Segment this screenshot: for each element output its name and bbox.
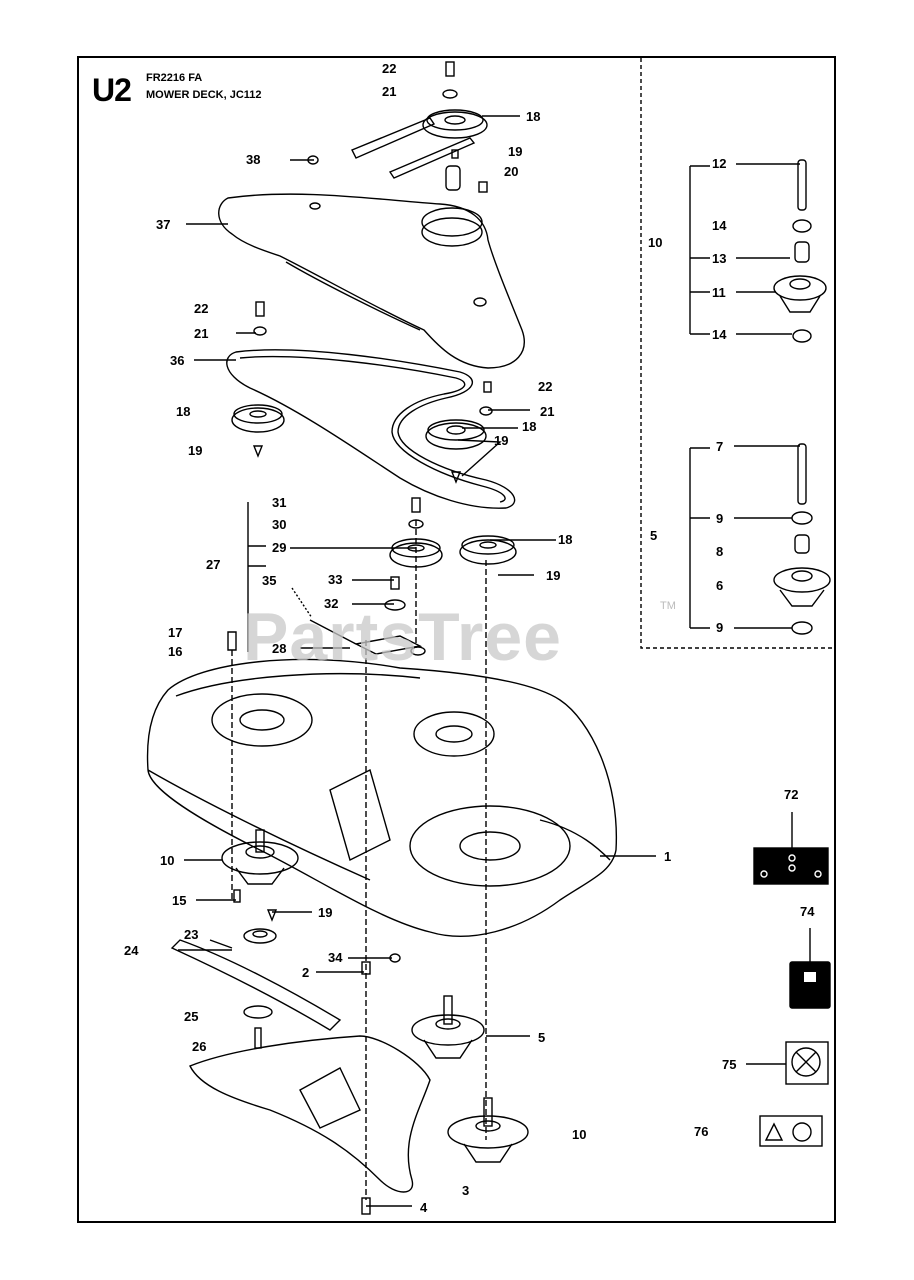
callout-23[interactable]: 23 [184, 927, 199, 942]
callout-35[interactable]: 35 [262, 573, 277, 588]
callout-36[interactable]: 36 [170, 353, 185, 368]
callout-21[interactable]: 21 [382, 84, 397, 99]
pulley-left [231, 404, 285, 458]
callout-19[interactable]: 19 [546, 568, 561, 583]
small-hardware-low [361, 953, 401, 1215]
callout-11[interactable]: 11 [712, 285, 726, 300]
callout-30[interactable]: 30 [272, 517, 287, 532]
callout-10[interactable]: 10 [572, 1127, 587, 1142]
inset-spindle-10 [689, 159, 827, 343]
callout-18[interactable]: 18 [176, 404, 191, 419]
callout-9[interactable]: 9 [716, 620, 724, 635]
callout-22[interactable]: 22 [382, 61, 397, 76]
spindle-low [447, 1097, 529, 1163]
inset-divider [640, 58, 834, 649]
callout-15[interactable]: 15 [172, 893, 187, 908]
callout-22[interactable]: 22 [538, 379, 553, 394]
callout-7[interactable]: 7 [716, 439, 724, 454]
callout-9[interactable]: 9 [716, 511, 724, 526]
callout-10[interactable]: 10 [160, 853, 175, 868]
callout-19[interactable]: 19 [318, 905, 333, 920]
callout-25[interactable]: 25 [184, 1009, 199, 1024]
callout-76[interactable]: 76 [694, 1124, 709, 1139]
callout-38[interactable]: 38 [246, 152, 261, 167]
mower-blade [170, 939, 342, 1031]
callout-10[interactable]: 10 [648, 235, 663, 250]
callout-33[interactable]: 33 [328, 572, 343, 587]
callout-13[interactable]: 13 [712, 251, 727, 266]
callout-27[interactable]: 27 [206, 557, 221, 572]
callout-5[interactable]: 5 [650, 528, 658, 543]
mower-deck [146, 658, 618, 937]
section-code: U2 [92, 72, 132, 108]
callout-28[interactable]: 28 [272, 641, 287, 656]
decal-72 [753, 812, 829, 885]
inset-spindle-5 [689, 443, 831, 635]
drive-belt [226, 349, 516, 509]
bolt-21-22 [253, 301, 267, 336]
callout-18[interactable]: 18 [522, 419, 537, 434]
decal-74 [789, 928, 831, 1009]
callout-24[interactable]: 24 [124, 943, 139, 958]
model-number: FR2216 FA [146, 72, 203, 84]
decal-76 [759, 1115, 823, 1147]
bracket-27 [247, 502, 266, 652]
callout-14[interactable]: 14 [712, 327, 727, 342]
callout-32[interactable]: 32 [324, 596, 339, 611]
callout-74[interactable]: 74 [800, 904, 815, 919]
callout-37[interactable]: 37 [156, 217, 171, 232]
top-pulley-assembly [351, 61, 488, 191]
callout-29[interactable]: 29 [272, 540, 287, 555]
idler-arm [291, 576, 426, 656]
idler-pulley-right [459, 535, 517, 565]
callout-3[interactable]: 3 [462, 1183, 470, 1198]
callout-19[interactable]: 19 [508, 144, 523, 159]
callout-18[interactable]: 18 [558, 532, 573, 547]
pulley-right [425, 381, 493, 484]
callout-19[interactable]: 19 [494, 433, 509, 448]
baffle-plate [189, 1035, 431, 1193]
callout-21[interactable]: 21 [194, 326, 209, 341]
callout-14[interactable]: 14 [712, 218, 727, 233]
callout-31[interactable]: 31 [272, 495, 287, 510]
callout-19[interactable]: 19 [188, 443, 203, 458]
callout-17[interactable]: 17 [168, 625, 183, 640]
callout-72[interactable]: 72 [784, 787, 799, 802]
callout-6[interactable]: 6 [716, 578, 724, 593]
watermark: PartsTree [243, 599, 562, 675]
callout-8[interactable]: 8 [716, 544, 724, 559]
callout-26[interactable]: 26 [192, 1039, 207, 1054]
callout-20[interactable]: 20 [504, 164, 519, 179]
spindle-left [221, 829, 299, 944]
callout-18[interactable]: 18 [526, 109, 541, 124]
belt-cover [218, 181, 525, 369]
callout-12[interactable]: 12 [712, 156, 727, 171]
decal-75 [746, 1041, 829, 1085]
watermark-trademark: TM [660, 600, 676, 612]
callout-16[interactable]: 16 [168, 644, 183, 659]
callout-1[interactable]: 1 [664, 849, 672, 864]
callout-21[interactable]: 21 [540, 404, 555, 419]
callout-2[interactable]: 2 [302, 965, 310, 980]
callout-75[interactable]: 75 [722, 1057, 737, 1072]
diagram-title: MOWER DECK, JC112 [146, 89, 262, 101]
spindle-center [411, 995, 485, 1059]
callout-22[interactable]: 22 [194, 301, 209, 316]
callout-5[interactable]: 5 [538, 1030, 546, 1045]
bolt-17 [227, 631, 237, 651]
diagram-frame [77, 56, 836, 1223]
callout-4[interactable]: 4 [420, 1200, 428, 1215]
callout-34[interactable]: 34 [328, 950, 343, 965]
